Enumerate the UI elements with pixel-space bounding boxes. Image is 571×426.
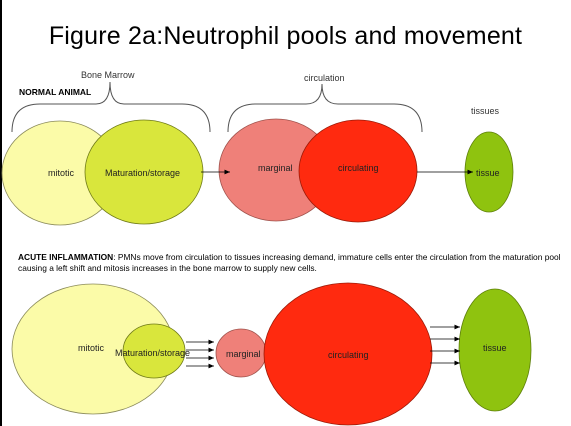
acute-mitotic-label: mitotic (78, 343, 105, 353)
acute-maturation-label: Maturation/storage (115, 348, 190, 358)
normal-mitotic-label: mitotic (48, 168, 75, 178)
normal-tissue-label: tissue (476, 168, 500, 178)
normal-circulating-pool (298, 119, 418, 223)
acute-description: ACUTE INFLAMMATION: PMNs move from circu… (18, 252, 566, 274)
slide-title: Figure 2a:Neutrophil pools and movement (48, 22, 523, 50)
normal-maturation-label: Maturation/storage (105, 168, 180, 178)
circulation-brace (227, 83, 423, 133)
acute-maturation-pool (122, 323, 186, 379)
bone-marrow-label: Bone Marrow (81, 70, 135, 80)
acute-description-text: : PMNs move from circulation to tissues … (18, 252, 561, 273)
normal-circulating-label: circulating (338, 163, 379, 173)
bone-marrow-brace (11, 81, 211, 133)
acute-tissue-label: tissue (483, 343, 507, 353)
normal-animal-label: NORMAL ANIMAL (19, 87, 92, 97)
acute-heading: ACUTE INFLAMMATION (18, 252, 114, 262)
tissues-label: tissues (471, 106, 500, 116)
left-border (0, 0, 2, 426)
acute-circulating-pool (263, 282, 433, 426)
normal-marginal-label: marginal (258, 163, 293, 173)
acute-marginal-label: marginal (226, 349, 261, 359)
circulation-label: circulation (304, 73, 345, 83)
acute-circulating-label: circulating (328, 350, 369, 360)
